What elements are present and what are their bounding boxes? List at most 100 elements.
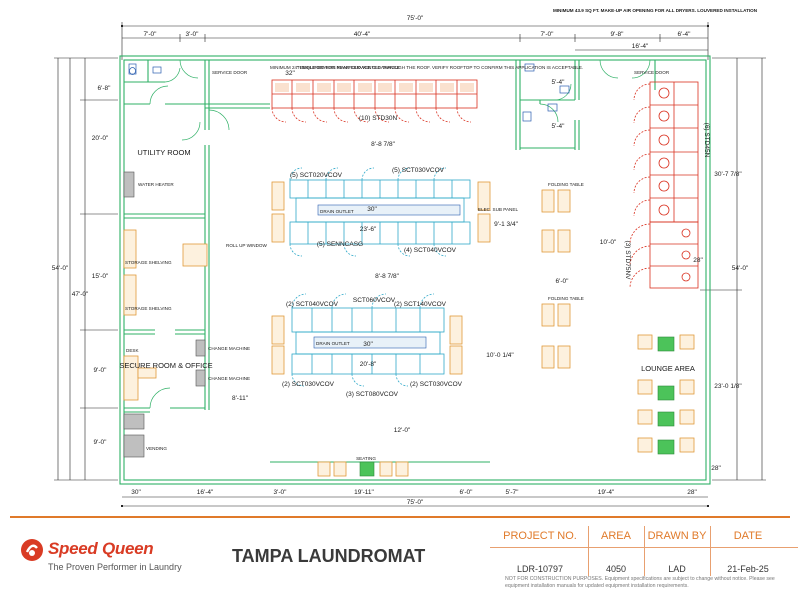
dim-left-2: 20'-0"	[92, 135, 109, 142]
dim-bottom-2: 16'-4"	[197, 489, 214, 496]
dim-top-2: 3'-0"	[186, 31, 200, 38]
equip-washers-2-top-c: (2) SCT140VCOV	[394, 301, 447, 308]
lounge-tables	[359, 336, 675, 477]
drain-trough-2	[313, 336, 427, 349]
equip-dryers-top: (10) STD30N	[359, 115, 398, 122]
dim-interior-15: 5'-4"	[552, 123, 566, 130]
dim-interior-3: 9'-1 3/4"	[494, 221, 518, 228]
storage-label-1: STORAGE SHELVING	[125, 260, 172, 265]
seating-label: SEATING	[356, 456, 376, 461]
room-furniture	[123, 229, 208, 401]
plan-text: 75'-0" 75'-0" 7'-0" 3'-0" 40'-4" 7'-0" 9…	[52, 8, 758, 506]
brand-name: Speed Queen	[48, 539, 154, 558]
equip-washers-1-bottom-left: (5) SENNCASG	[317, 241, 363, 248]
exterior-walls	[119, 55, 711, 485]
area-label: AREA	[601, 530, 631, 542]
header-line	[698, 547, 798, 548]
dim-interior-6: 6'-0"	[556, 278, 570, 285]
dim-top-4: 7'-0"	[541, 31, 555, 38]
door-swings	[149, 59, 651, 409]
divider	[588, 526, 589, 576]
dim-top-3: 40'-4"	[354, 31, 371, 38]
dim-interior-4: 10'-0"	[600, 239, 617, 246]
drawn-by-value: LAD	[668, 564, 686, 574]
drain-outlet-label-2: DRAIN OUTLET	[316, 341, 350, 346]
brand-tagline: The Proven Performer in Laundry	[48, 562, 182, 572]
change-machine-label-1: CHANGE MACHINE	[208, 346, 250, 351]
dim-top-1: 7'-0"	[144, 31, 158, 38]
rear-clearance-note: MINIMUM 24" REQUIRED FOR REAR SERVICE CL…	[270, 65, 400, 70]
title-block-rule	[10, 516, 790, 518]
dryer-bank-right	[629, 81, 699, 289]
project-no-label: PROJECT NO.	[503, 530, 577, 542]
drain-trough-1	[317, 204, 461, 216]
dim-interior-1: 8'-8 7/8"	[371, 141, 395, 148]
dim-left-total: 47'-0"	[72, 291, 89, 298]
desk-label: DESK	[126, 348, 139, 353]
dim-bottom-3: 3'-0"	[274, 489, 288, 496]
dim-interior-9: 20'-8"	[360, 361, 377, 368]
office-equipment	[123, 171, 206, 458]
dim-right-1: 30'-7 7/8"	[714, 171, 742, 178]
dim-interior-10: 23'-6"	[360, 226, 377, 233]
folding-table-label-1: FOLDING TABLE	[548, 182, 584, 187]
equip-washers-2-bottom-right: (2) SCT030VCOV	[410, 381, 463, 388]
dim-overall-width-bottom: 75'-0"	[407, 499, 424, 506]
dim-left-4: 9'-0"	[94, 367, 108, 374]
equip-washers-1-bottom-right: (4) SCT040VCOV	[404, 247, 457, 254]
drawn-by-field: DRAWN BY LAD	[627, 530, 727, 574]
header-line	[627, 547, 727, 548]
service-door-right-label: SERVICE DOOR	[634, 70, 670, 75]
project-no-field: PROJECT NO. LDR-10797	[490, 530, 590, 574]
date-label: DATE	[733, 530, 763, 542]
washer-island-1	[289, 167, 471, 257]
dim-interior-14: 5'-4"	[552, 79, 566, 86]
change-machine-label-2: CHANGE MACHINE	[208, 376, 250, 381]
dim-right-overall: 54'-0"	[732, 265, 749, 272]
dimension-ticks	[121, 25, 709, 507]
utility-room-label: UTILITY ROOM	[137, 148, 190, 157]
divider	[644, 526, 645, 576]
folding-tables	[271, 181, 571, 375]
dim-right-3: 28"	[693, 257, 703, 264]
dim-left-overall: 54'-0"	[52, 265, 69, 272]
dryer-bank-top-hatch	[275, 83, 474, 92]
dim-top-6: 6'-4"	[678, 31, 692, 38]
equip-dryers-right-lower: (3) STD75NV	[624, 240, 631, 280]
lounge-area-label: LOUNGE AREA	[641, 364, 695, 373]
equip-washers-1-top-right: (5) SCT030VCOV	[392, 167, 445, 174]
project-title: TAMPA LAUNDROMAT	[232, 546, 426, 566]
dim-top-sub: 16'-4"	[632, 43, 649, 50]
vending-label: VENDING	[146, 446, 167, 451]
makeup-air-note: MINIMUM 43.9 SQ FT. MAKE-UP AIR OPENING …	[553, 8, 758, 13]
washer-island-2	[291, 293, 445, 387]
roll-up-window-note: ROLL UP WINDOW	[226, 243, 268, 248]
project-no-value: LDR-10797	[516, 564, 564, 574]
storage-label-2: STORAGE SHELVING	[125, 306, 172, 311]
equip-washers-1-top-left: (5) SCT020VCOV	[290, 172, 343, 179]
equip-washers-2-bottom-left: (2) SCT030VCOV	[282, 381, 335, 388]
dim-interior-7: 8'-11"	[232, 395, 249, 402]
dim-bottom-4: 19'-11"	[354, 489, 374, 496]
floor-plan: 75'-0" 75'-0" 7'-0" 3'-0" 40'-4" 7'-0" 9…	[52, 8, 766, 507]
header-line	[490, 547, 590, 548]
date-field: DATE 21-Feb-25	[698, 530, 798, 574]
speed-queen-logo-icon	[21, 539, 43, 561]
dim-interior-11: 30"	[367, 206, 377, 213]
folding-table-label-2: FOLDING TABLE	[548, 296, 584, 301]
dim-interior-5: 10'-0 1/4"	[486, 352, 514, 359]
dim-bottom-5: 6'-0"	[460, 489, 474, 496]
dim-bottom-1: 30"	[131, 489, 141, 496]
dim-interior-13: 32"	[285, 70, 295, 77]
header-line	[566, 547, 666, 548]
dim-left-5: 9'-0"	[94, 439, 108, 446]
dim-bottom-6: 5'-7"	[506, 489, 520, 496]
title-block: Speed Queen The Proven Performer in Laun…	[0, 512, 800, 606]
drawn-by-label: DRAWN BY	[647, 530, 707, 542]
divider	[710, 526, 711, 576]
elec-panel-note: ELEC. SUB PANEL	[478, 207, 518, 212]
drain-outlet-label-1: DRAIN OUTLET	[320, 209, 354, 214]
dim-overall-width-top: 75'-0"	[407, 15, 424, 22]
dim-bottom-8: 28"	[687, 489, 697, 496]
dim-left-3: 15'-0"	[92, 273, 109, 280]
